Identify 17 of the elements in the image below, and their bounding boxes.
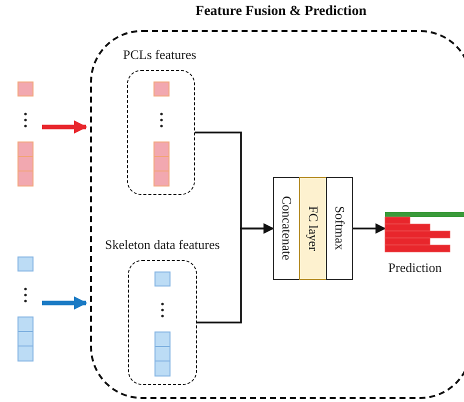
output-label: Prediction (387, 260, 443, 276)
layer-block (273, 177, 300, 280)
feature-stack-drawing (17, 81, 34, 187)
group-heading: Feature Fusion & Prediction (194, 4, 368, 20)
prediction-bars-drawing (385, 212, 464, 253)
feature-stack-drawing (17, 256, 34, 362)
arrow (42, 296, 88, 310)
layer-label: Softmax (332, 206, 348, 251)
layer-block (326, 177, 353, 280)
layer-block (299, 177, 327, 280)
group-heading: PCLs features (123, 47, 196, 63)
layer-label: Concatenate (278, 196, 294, 261)
layer-label: FC layer (305, 206, 321, 252)
group-heading: Skeleton data features (105, 237, 220, 253)
arrow (197, 223, 274, 324)
arrow (42, 120, 88, 134)
arrow (353, 223, 386, 234)
